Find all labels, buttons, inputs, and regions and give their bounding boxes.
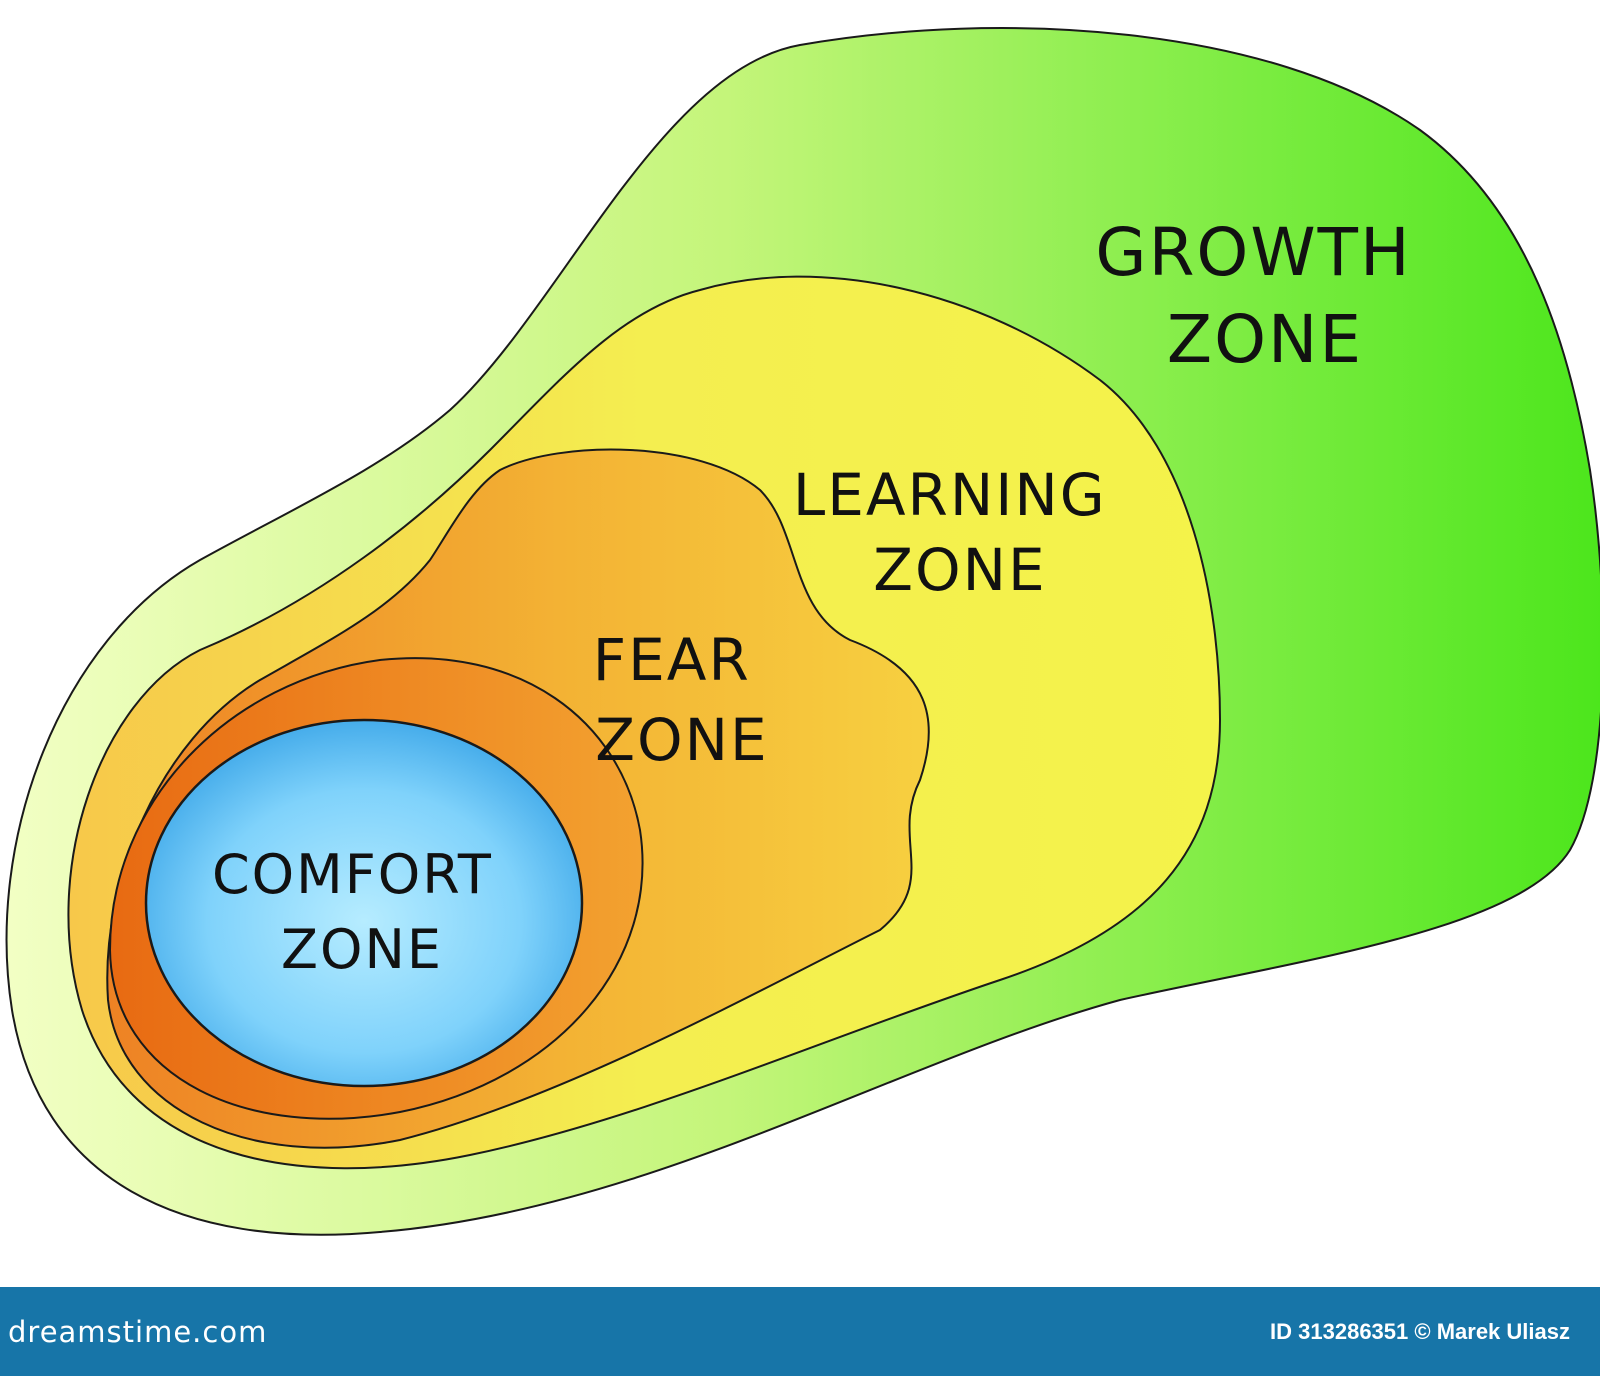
growth-zone-label-line1: GROWTH [1095, 214, 1411, 291]
watermark-footer: dreamstime.com ID 313286351 © Marek Ulia… [0, 1287, 1600, 1376]
footer-brand: dreamstime.com [8, 1314, 268, 1349]
fear-zone-label: FEAR ZONE [593, 626, 771, 774]
growth-zone-label: GROWTH ZONE [1095, 214, 1434, 378]
fear-zone-label-line2: ZONE [595, 706, 768, 774]
growth-zone-label-line2: ZONE [1167, 301, 1363, 378]
fear-zone-label-line1: FEAR [593, 626, 751, 694]
learning-zone-label-line1: LEARNING [793, 461, 1107, 529]
learning-zone-label: LEARNING ZONE [793, 461, 1127, 604]
comfort-zone-label-line2: ZONE [281, 918, 443, 981]
comfort-zone-shape [144, 718, 584, 1088]
learning-zone-label-line2: ZONE [873, 536, 1046, 604]
zones-diagram: GROWTH ZONE LEARNING ZONE FEAR ZONE COMF… [5, 27, 1600, 1236]
footer-credit: ID 313286351 © Marek Uliasz [1270, 1318, 1570, 1344]
comfort-zone-label-line1: COMFORT [212, 843, 493, 906]
comfort-zone-label: COMFORT ZONE [212, 843, 512, 981]
